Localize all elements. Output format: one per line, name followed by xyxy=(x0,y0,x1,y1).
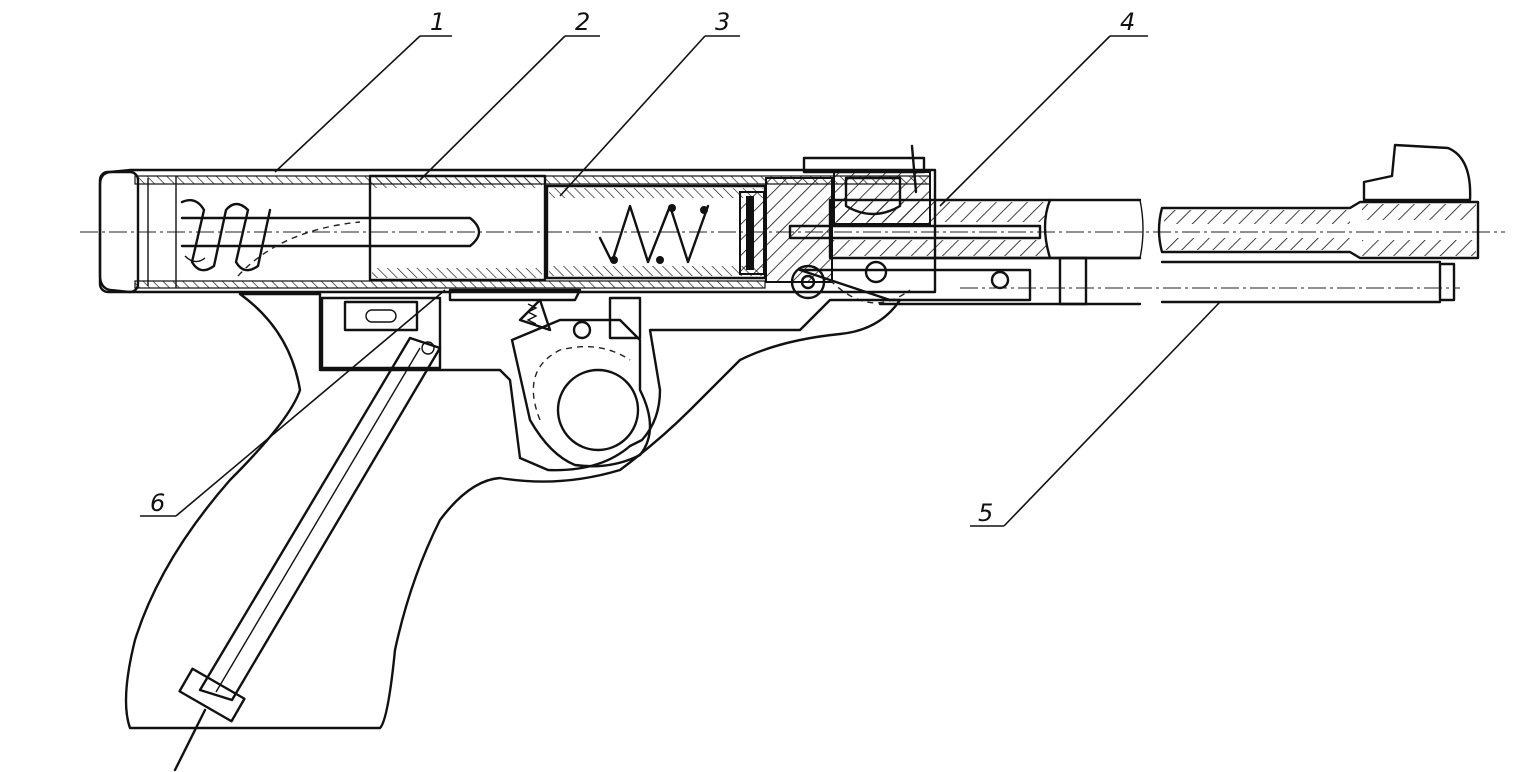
barrel xyxy=(788,198,1144,260)
piston xyxy=(368,174,547,282)
callout-2: 2 xyxy=(575,8,590,36)
callout-6: 6 xyxy=(150,489,165,517)
grip xyxy=(124,292,902,730)
hidden-line xyxy=(237,221,361,277)
barrel-muzzle xyxy=(1157,143,1480,260)
callout-3: 3 xyxy=(715,8,730,36)
valve-assembly xyxy=(545,184,767,280)
main-spring xyxy=(180,199,272,272)
callout-4: 4 xyxy=(1120,8,1135,36)
callout-5: 5 xyxy=(978,499,993,527)
callout-1: 1 xyxy=(430,8,445,36)
trigger-assembly xyxy=(448,288,652,468)
leader-lines xyxy=(140,35,1221,527)
spring-guide xyxy=(180,216,481,248)
cocking-lever xyxy=(790,256,1456,306)
grip-screw xyxy=(173,336,442,772)
